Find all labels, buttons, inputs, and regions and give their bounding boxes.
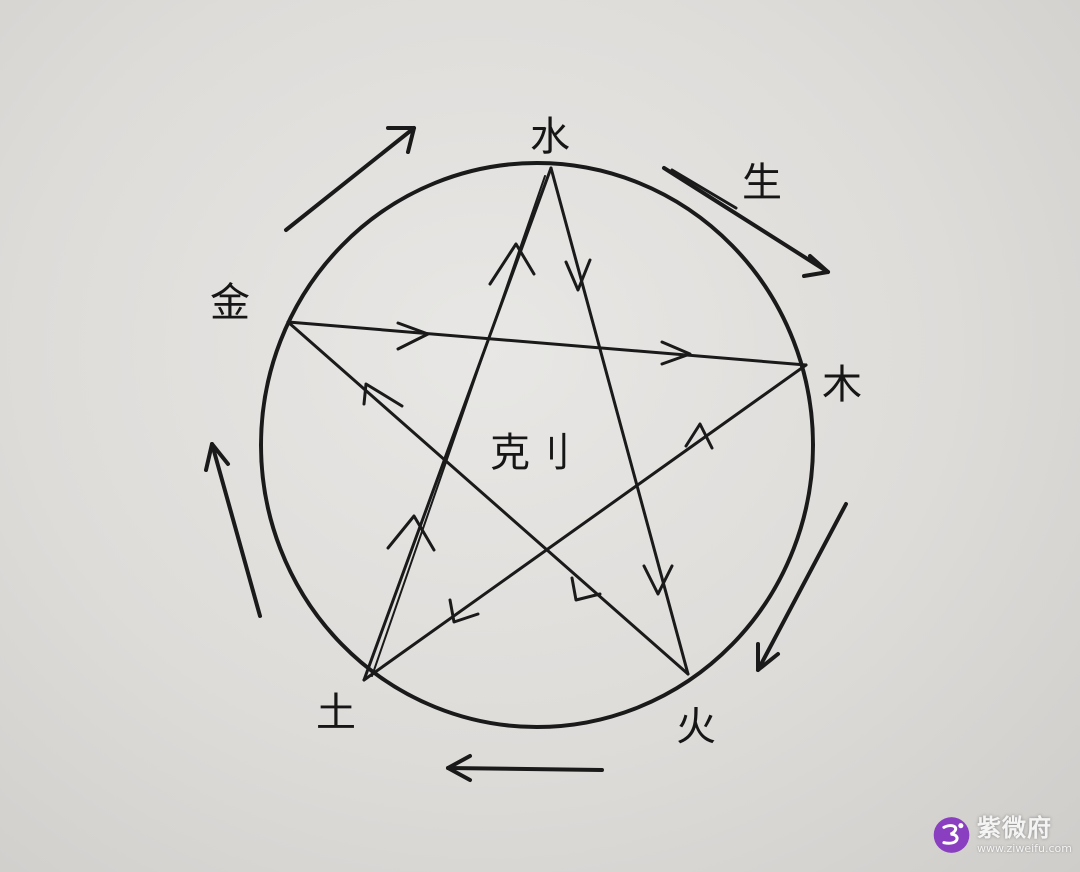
outer-arrow-water-wood-double xyxy=(670,168,738,210)
outer-arrow-water-wood xyxy=(662,166,830,274)
star-line-earth-water xyxy=(362,166,553,682)
star-arrowheads xyxy=(362,242,714,624)
star-line-metal-wood xyxy=(286,320,808,367)
label-fire: 火 xyxy=(676,704,716,750)
arrowhead xyxy=(446,754,472,782)
arrowhead xyxy=(802,254,830,278)
arrowhead xyxy=(488,242,536,286)
arrowhead xyxy=(386,126,416,154)
star-line-fire-metal xyxy=(286,320,690,676)
label-water: 水 xyxy=(530,114,570,160)
outer-arrow-earth-metal xyxy=(210,442,262,618)
star-line-earth-water-double xyxy=(371,175,546,677)
ziweifu-logo-icon xyxy=(933,817,970,853)
arrowhead xyxy=(642,564,674,596)
label-metal: 金 xyxy=(210,280,250,326)
watermark: 紫微府 www.ziweifu.com xyxy=(932,804,1072,866)
label-generate: 生 xyxy=(742,160,782,206)
outer-arrow-fire-earth xyxy=(446,766,604,772)
generate-arrows xyxy=(204,126,848,782)
arrowhead xyxy=(396,321,430,351)
arrowhead xyxy=(756,642,780,672)
outer-arrow-wood-fire xyxy=(756,502,848,672)
label-overcome: 克刂 xyxy=(490,430,570,476)
overcome-star xyxy=(286,166,808,682)
arrowhead xyxy=(448,598,480,624)
arrowhead xyxy=(684,422,714,450)
label-earth: 土 xyxy=(316,690,356,736)
arrowhead xyxy=(362,382,404,408)
arrowhead xyxy=(660,340,692,366)
arrowhead xyxy=(386,514,436,552)
star-line-water-fire xyxy=(549,166,690,676)
cycle-circle xyxy=(259,161,815,729)
arrowhead xyxy=(564,258,592,292)
arrowhead xyxy=(204,442,230,472)
outer-arrow-metal-water xyxy=(284,126,416,232)
watermark-name: 紫微府 xyxy=(977,814,1053,842)
arrowhead xyxy=(570,576,602,602)
watermark-url: www.ziweifu.com xyxy=(977,842,1072,855)
watermark-text: 紫微府 www.ziweifu.com xyxy=(977,816,1072,854)
label-wood: 木 xyxy=(822,362,862,408)
star-line-wood-earth xyxy=(362,363,808,682)
